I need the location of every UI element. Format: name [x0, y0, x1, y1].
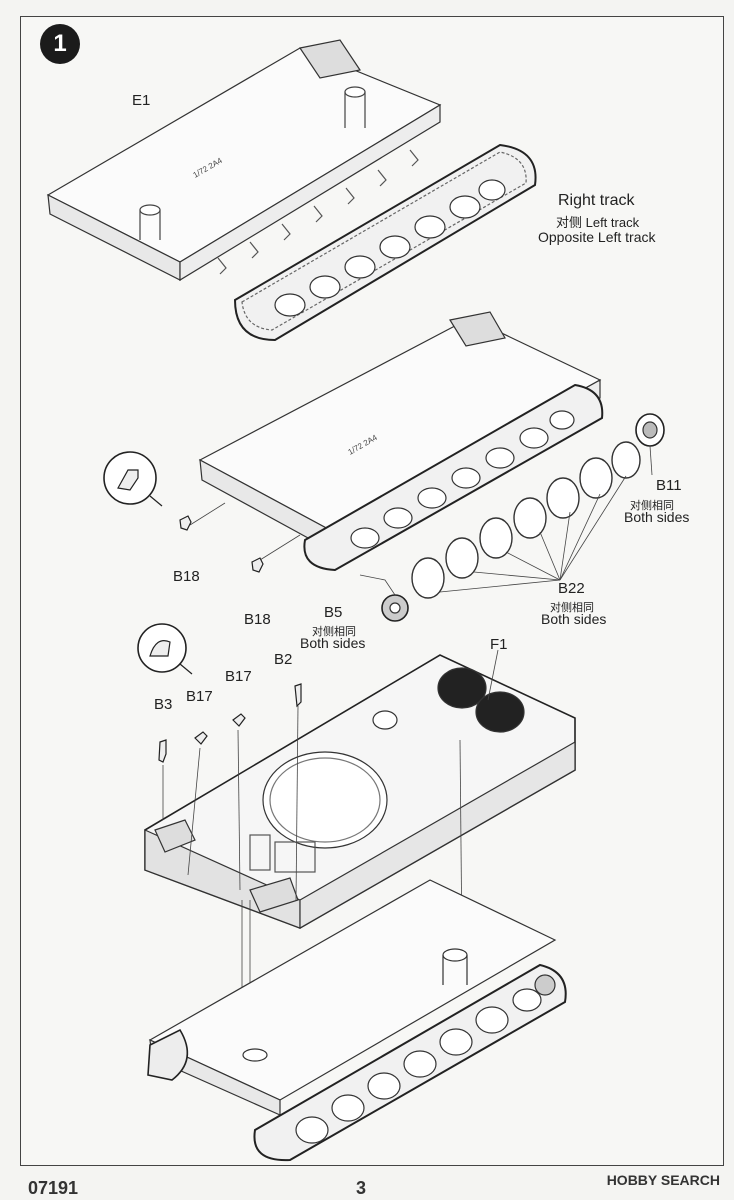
label-b11-cn: 对侧相同	[630, 500, 674, 512]
label-b5-cn: 对侧相同	[312, 626, 356, 638]
label-b3: B3	[154, 696, 173, 713]
label-e1: E1	[132, 92, 151, 109]
hull-e1-assembly: 1/72 2A4	[46, 39, 442, 282]
label-right-track-cn: 对侧 Left track	[556, 215, 640, 230]
label-right-track: Right track	[558, 192, 635, 209]
right-track-assembly	[233, 143, 537, 342]
hull-wheels-assembly: 1/72 2A4	[179, 311, 665, 622]
detail-callout-b18	[103, 451, 163, 507]
label-f1: F1	[490, 636, 508, 653]
label-b22: B22	[558, 580, 585, 597]
label-b5-en: Both sides	[300, 635, 366, 651]
step-number-badge: 1	[40, 24, 80, 64]
lower-hull-bottom	[147, 879, 567, 1162]
label-b17-left: B17	[186, 688, 213, 705]
label-b22-en: Both sides	[541, 611, 607, 627]
detail-callout-b17	[137, 623, 193, 675]
label-b11-en: Both sides	[624, 509, 690, 525]
label-right-track-alt: Opposite Left track	[538, 229, 656, 245]
label-b18-left: B18	[173, 568, 200, 585]
label-b5: B5	[324, 604, 343, 621]
watermark: HOBBY SEARCH	[606, 1172, 720, 1188]
label-b17-right: B17	[225, 668, 252, 685]
label-b18-right: B18	[244, 611, 271, 628]
page-number: 3	[356, 1178, 367, 1198]
upper-hull-assembly	[144, 649, 576, 1060]
label-b11: B11	[656, 477, 682, 494]
label-b2: B2	[274, 651, 293, 668]
label-b22-cn: 对侧相同	[550, 602, 594, 614]
product-code: 07191	[28, 1178, 79, 1198]
